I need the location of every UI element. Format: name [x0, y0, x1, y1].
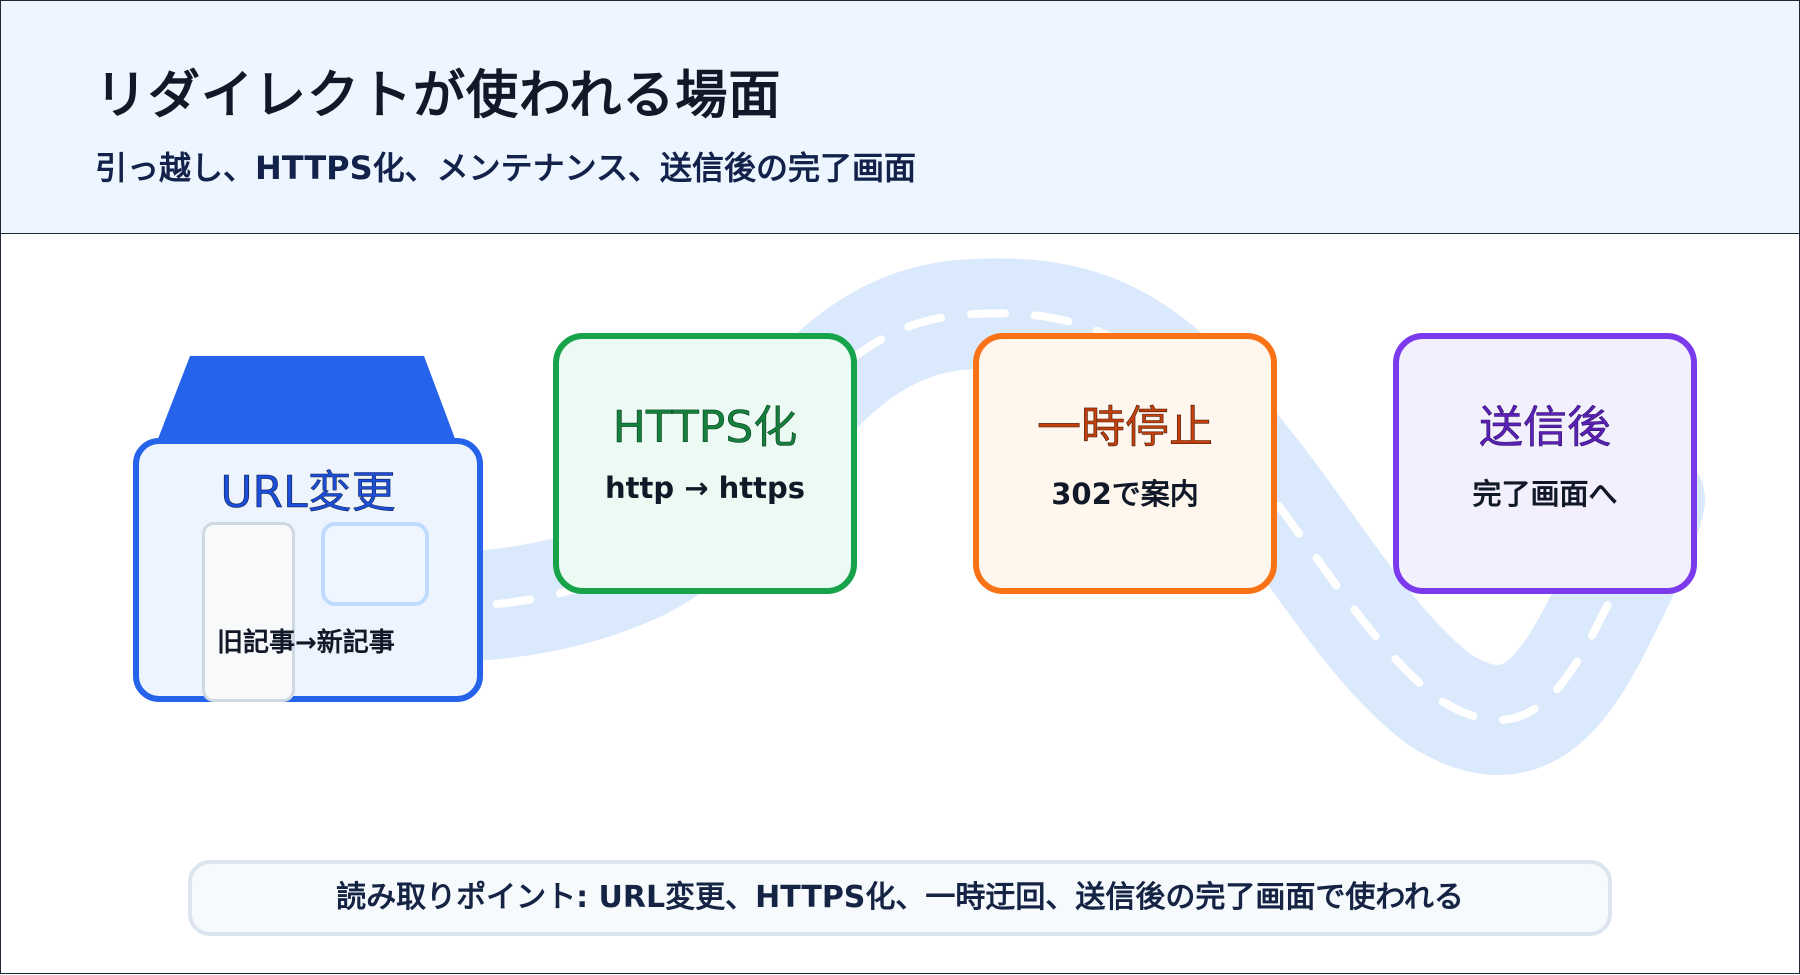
scene-card-pause: 一時停止 302で案内: [973, 333, 1277, 594]
reading-point-note: 読み取りポイント: URL変更、HTTPS化、一時迂回、送信後の完了画面で使われ…: [188, 860, 1612, 936]
window-icon: [321, 522, 429, 606]
scene-caption-url-change: 旧記事→新記事: [217, 628, 395, 658]
scene-card-https: HTTPS化 http → https: [553, 333, 857, 594]
scene-caption-after-submit: 完了画面へ: [1472, 477, 1618, 511]
scene-card-after-submit: 送信後 完了画面へ: [1393, 333, 1697, 594]
header: リダイレクトが使われる場面 引っ越し、HTTPS化、メンテナンス、送信後の完了画…: [0, 0, 1800, 234]
scene-card-url-change: URL変更 旧記事→新記事: [133, 438, 483, 702]
scene-title-pause: 一時停止: [1037, 402, 1214, 454]
page-title: リダイレクトが使われる場面: [95, 66, 782, 126]
scene-caption-pause: 302で案内: [1051, 477, 1199, 511]
door-icon: [202, 522, 295, 702]
scene-caption-https: http → https: [604, 471, 805, 505]
scene-title-url-change: URL変更: [220, 467, 396, 519]
scene-title-https: HTTPS化: [612, 402, 798, 454]
page-subtitle: 引っ越し、HTTPS化、メンテナンス、送信後の完了画面: [95, 149, 917, 187]
scene-title-after-submit: 送信後: [1479, 402, 1612, 454]
